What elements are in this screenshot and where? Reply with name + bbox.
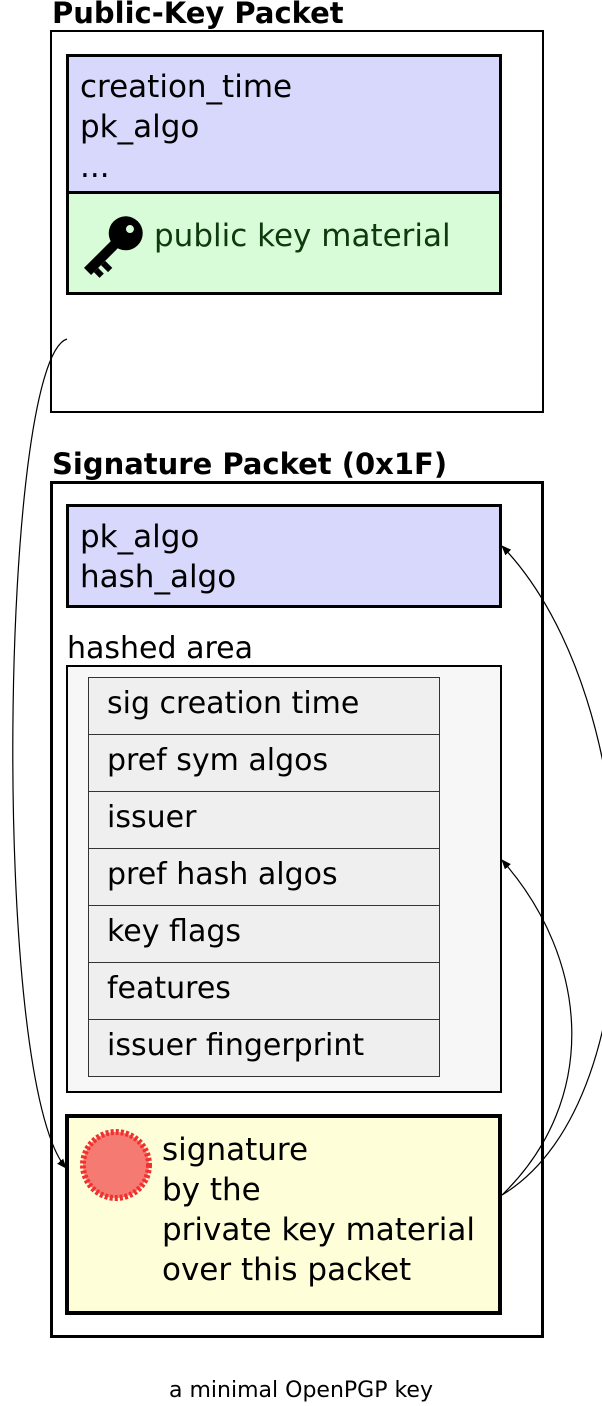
subpacket-issuer: issuer <box>88 791 440 849</box>
arrow-signature-to-hashed-area <box>501 859 573 1196</box>
signature-line-1: signature <box>162 1132 309 1168</box>
key-icon <box>84 216 143 278</box>
field-pk-algo: pk_algo <box>80 109 200 145</box>
diagram-caption: a minimal OpenPGP key <box>169 1378 433 1403</box>
signature-line-4: over this packet <box>162 1252 412 1288</box>
public-key-material-box: public key material <box>66 191 502 295</box>
seal-icon <box>80 1129 152 1201</box>
subpacket-issuer-fingerprint: issuer fingerprint <box>88 1019 440 1077</box>
hashed-area-label: hashed area <box>67 631 253 666</box>
signature-box: signature by the private key material ov… <box>65 1114 502 1315</box>
subpacket-list: sig creation time pref sym algos issuer … <box>88 677 440 1077</box>
arrow-signature-to-header <box>501 545 602 1196</box>
field-hash-algo: hash_algo <box>80 559 237 595</box>
field-sig-pk-algo: pk_algo <box>80 519 200 555</box>
arrow-public-key-to-signature <box>12 338 68 1169</box>
subpacket-pref-hash-algos: pref hash algos <box>88 848 440 906</box>
signature-line-3: private key material <box>162 1212 475 1248</box>
subpacket-key-flags: key flags <box>88 905 440 963</box>
signature-header-box: pk_algo hash_algo <box>66 504 502 608</box>
signature-line-2: by the <box>162 1172 261 1208</box>
field-creation-time: creation_time <box>80 69 293 105</box>
subpacket-pref-sym-algos: pref sym algos <box>88 734 440 792</box>
subpacket-sig-creation-time: sig creation time <box>88 677 440 735</box>
subpacket-features: features <box>88 962 440 1020</box>
signature-packet-title: Signature Packet (0x1F) <box>52 447 448 481</box>
public-key-packet-title: Public-Key Packet <box>52 0 344 30</box>
public-key-material-label: public key material <box>154 218 451 254</box>
field-ellipsis: ... <box>80 149 110 185</box>
